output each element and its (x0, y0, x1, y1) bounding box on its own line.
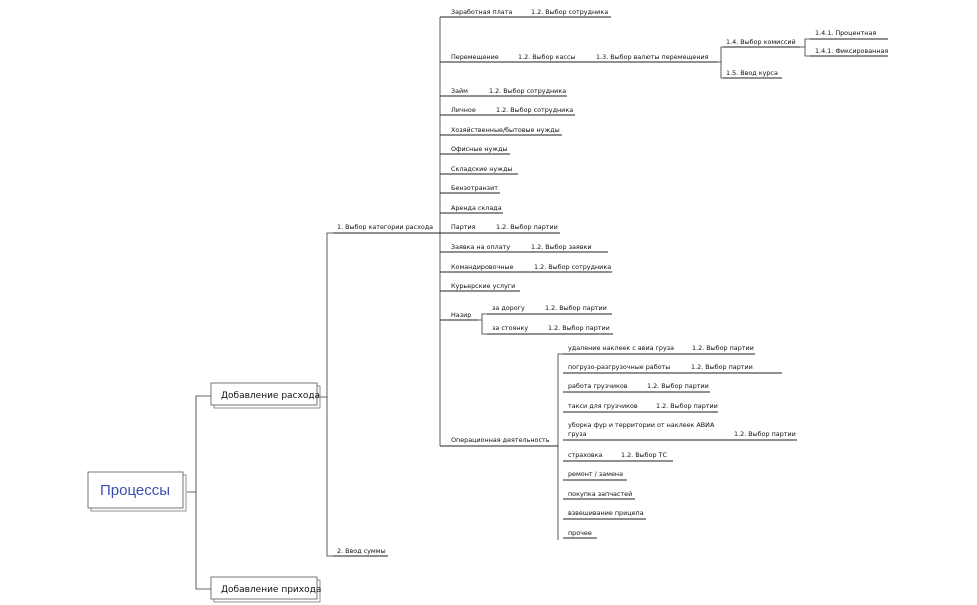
ops-loaders-taxi-select-batch: 1.2. Выбор партии (656, 402, 718, 410)
transfer-select-cashbox: 1.2. Выбор кассы (518, 53, 575, 61)
category-personal[interactable]: Личное 1.2. Выбор сотрудника (440, 106, 575, 116)
category-household[interactable]: Хозяйственные/бытовые нужды (440, 126, 562, 136)
nazir-parking-select-batch: 1.2. Выбор партии (548, 324, 610, 332)
transfer-rate-input: 1.5. Ввод курса (726, 69, 778, 77)
ops-other-label: прочее (568, 529, 592, 537)
category-request[interactable]: Заявка на оплату 1.2. Выбор заявки (440, 243, 608, 253)
category-business-trip[interactable]: Командировочные 1.2. Выбор сотрудника (440, 263, 612, 273)
category-operations[interactable]: Операционная деятельность (440, 436, 558, 447)
category-nazir-label: Назир (451, 311, 471, 319)
root-label: Процессы (100, 482, 170, 499)
category-operations-label: Операционная деятельность (451, 436, 550, 444)
nazir-parking: за стоянку (492, 324, 528, 332)
ops-other[interactable]: прочее (563, 529, 597, 539)
category-batch-label: Партия (451, 223, 476, 231)
ops-loaders-taxi[interactable]: такси для грузчиков 1.2. Выбор партии (563, 402, 718, 413)
step-category-label: 1. Выбор категории расхода (337, 223, 433, 231)
category-transfer-label: Перемещение (451, 53, 499, 61)
category-nazir[interactable]: Назир за дорогу 1.2. Выбор партии за сто… (440, 304, 613, 335)
category-household-label: Хозяйственные/бытовые нужды (451, 126, 560, 134)
ops-insurance-select-vehicle: 1.2. Выбор ТС (621, 451, 667, 459)
ops-cleaning-select-batch: 1.2. Выбор партии (734, 430, 796, 438)
ops-loading[interactable]: погрузо-разгрузочные работы 1.2. Выбор п… (563, 363, 782, 374)
connector-commission-percent (800, 38, 810, 48)
category-salary[interactable]: Заработная плата 1.2. Выбор сотрудника (440, 8, 611, 18)
category-courier[interactable]: Курьерские услуги (440, 282, 520, 292)
root-node[interactable]: Процессы (87, 471, 187, 512)
ops-weighing-label: взвешивание прицепа (568, 509, 644, 517)
category-fuel-label: Бензотранзит (451, 184, 498, 192)
salary-select-employee: 1.2. Выбор сотрудника (531, 8, 608, 16)
expense-label: Добавление расхода (221, 391, 320, 401)
ops-repair-label: ремонт / замена (568, 470, 623, 478)
category-salary-label: Заработная плата (451, 8, 512, 16)
commission-fixed: 1.4.1. Фиксированная (815, 47, 888, 55)
category-rent-label: Аренда склада (451, 204, 502, 212)
step-amount[interactable]: 2. Ввод суммы (333, 547, 388, 557)
ops-loaders-work[interactable]: работа грузчиков 1.2. Выбор партии (563, 382, 710, 393)
ops-insurance-label: страховка (568, 451, 603, 459)
ops-sticker-removal[interactable]: удаление наклеек с авиа груза 1.2. Выбор… (563, 344, 755, 355)
category-warehouse[interactable]: Складские нужды (440, 165, 518, 175)
ops-sticker-removal-select-batch: 1.2. Выбор партии (692, 344, 754, 352)
loan-select-employee: 1.2. Выбор сотрудника (489, 87, 566, 95)
category-loan[interactable]: Займ 1.2. Выбор сотрудника (440, 87, 567, 97)
category-batch[interactable]: Партия 1.2. Выбор партии (440, 223, 560, 234)
connector-expense-category (320, 232, 333, 398)
connector-nazir-road (478, 313, 487, 321)
category-courier-label: Курьерские услуги (451, 282, 515, 290)
category-transfer[interactable]: Перемещение 1.2. Выбор кассы 1.3. Выбор … (440, 29, 888, 79)
ops-loading-select-batch: 1.2. Выбор партии (691, 363, 753, 371)
connector-currency-commission (718, 46, 723, 63)
step-category[interactable]: 1. Выбор категории расхода (333, 223, 440, 234)
connector-currency-rate (720, 62, 723, 79)
category-office[interactable]: Офисные нужды (440, 145, 510, 155)
category-personal-label: Личное (451, 106, 476, 114)
connector-operations-spine (557, 353, 563, 446)
connectors (187, 17, 810, 590)
connector-expense-amount (326, 397, 333, 557)
nazir-road-select-batch: 1.2. Выбор партии (545, 304, 607, 312)
commission-percent: 1.4.1. Процентная (815, 29, 876, 37)
connector-root-expense (187, 395, 212, 493)
category-warehouse-label: Складские нужды (451, 165, 512, 173)
category-request-label: Заявка на оплату (451, 243, 510, 251)
category-business-trip-label: Командировочные (451, 263, 514, 271)
ops-insurance[interactable]: страховка 1.2. Выбор ТС (563, 451, 673, 462)
ops-weighing[interactable]: взвешивание прицепа (563, 509, 646, 520)
category-loan-label: Займ (451, 87, 468, 95)
ops-loaders-work-select-batch: 1.2. Выбор партии (647, 382, 709, 390)
ops-cleaning[interactable]: уборка фур и территории от наклеек АВИА … (563, 421, 797, 441)
income-node[interactable]: Добавление прихода (210, 576, 321, 603)
ops-cleaning-label-line1: уборка фур и территории от наклеек АВИА (568, 421, 715, 429)
ops-parts-label: покупка запчастей (568, 490, 632, 498)
batch-select-batch: 1.2. Выбор партии (496, 223, 558, 231)
ops-loaders-taxi-label: такси для грузчиков (568, 402, 638, 410)
connector-root-income (195, 492, 212, 590)
expense-node[interactable]: Добавление расхода (210, 382, 321, 409)
connector-commission-fixed (804, 47, 810, 57)
business-trip-select-employee: 1.2. Выбор сотрудника (534, 263, 611, 271)
ops-loading-label: погрузо-разгрузочные работы (568, 363, 670, 371)
nazir-road: за дорогу (492, 304, 525, 312)
category-fuel[interactable]: Бензотранзит (440, 184, 500, 194)
ops-cleaning-label-line2: груза (568, 430, 587, 438)
request-select-request: 1.2. Выбор заявки (531, 243, 592, 251)
category-office-label: Офисные нужды (451, 145, 508, 153)
ops-repair[interactable]: ремонт / замена (563, 470, 627, 481)
ops-sticker-removal-label: удаление наклеек с авиа груза (568, 344, 674, 352)
personal-select-employee: 1.2. Выбор сотрудника (496, 106, 573, 114)
ops-loaders-work-label: работа грузчиков (568, 382, 628, 390)
connector-nazir-parking (481, 320, 487, 335)
transfer-select-currency: 1.3. Выбор валюты перемещения (596, 53, 709, 61)
ops-parts[interactable]: покупка запчастей (563, 490, 635, 500)
step-amount-label: 2. Ввод суммы (337, 547, 386, 555)
income-label: Добавление прихода (221, 585, 321, 595)
category-rent[interactable]: Аренда склада (440, 204, 503, 214)
transfer-select-commission: 1.4. Выбор комиссий (726, 38, 796, 46)
